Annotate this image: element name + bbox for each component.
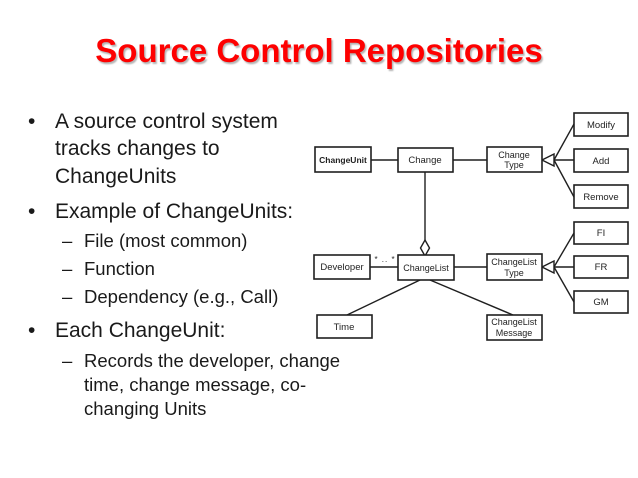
list-subitem: – Dependency (e.g., Call)	[62, 285, 364, 309]
multiplicity-label: * .. *	[374, 255, 395, 264]
bullet-icon: •	[28, 319, 36, 343]
node-fr: FR	[573, 255, 629, 279]
change-list-message-box	[486, 314, 543, 341]
node-modify: Modify	[573, 112, 629, 137]
dash-icon: –	[62, 258, 73, 280]
change-list-box	[397, 254, 455, 281]
node-label: FI	[597, 228, 605, 239]
node-label-line1: ChangeList	[491, 257, 537, 267]
dash-icon: –	[62, 230, 73, 252]
list-subitem: – File (most common)	[62, 229, 364, 253]
list-subitem: – Function	[62, 257, 364, 281]
node-label: Time	[334, 322, 355, 333]
list-item-text: Dependency (e.g., Call)	[84, 286, 279, 308]
node-change-unit: ChangeUnit	[314, 146, 372, 173]
node-label: FR	[595, 262, 608, 273]
time-box	[316, 314, 373, 339]
node-change-type: Change Type	[486, 146, 543, 173]
aggregation-diamond-icon	[419, 238, 431, 258]
node-change-list-type: ChangeList Type	[486, 253, 543, 281]
node-label: Add	[593, 156, 610, 167]
diagram-edges	[346, 123, 575, 316]
node-add: Add	[573, 148, 629, 173]
fi-box	[573, 221, 629, 245]
change-unit-box	[314, 146, 372, 173]
list-item-text: File (most common)	[84, 230, 248, 252]
gm-box	[573, 290, 629, 314]
node-developer: Developer	[313, 254, 371, 280]
node-label-line2: Type	[504, 160, 524, 170]
list-item-text: Each ChangeUnit:	[55, 319, 226, 343]
node-label: ChangeUnit	[319, 155, 367, 165]
fr-box	[573, 255, 629, 279]
node-label-line1: ChangeList	[491, 317, 537, 327]
uml-diagram: * .. * ChangeUnit Change Change Type Mod…	[313, 112, 629, 341]
list-item: • Each ChangeUnit:	[28, 317, 364, 344]
list-subitem: – Records the developer, change time, ch…	[62, 349, 364, 421]
list-item: • Example of ChangeUnits:	[28, 198, 364, 225]
change-list-type-box	[486, 253, 543, 281]
node-fi: FI	[573, 221, 629, 245]
node-label: Change	[408, 155, 441, 166]
bullet-list: • A source control system tracks changes…	[28, 108, 364, 421]
remove-box	[573, 184, 629, 209]
dash-icon: –	[62, 349, 73, 371]
node-label: GM	[593, 297, 608, 308]
node-change-list: ChangeList	[397, 254, 455, 281]
generalization-arrow-icon	[540, 259, 555, 275]
generalization-arrow-icon	[540, 152, 555, 168]
node-remove: Remove	[573, 184, 629, 209]
node-label: ChangeList	[403, 263, 449, 273]
change-type-box	[486, 146, 543, 173]
dash-icon: –	[62, 286, 73, 308]
list-item-text: Example of ChangeUnits:	[55, 199, 294, 223]
node-change-list-message: ChangeList Message	[486, 314, 543, 341]
list-item: • A source control system tracks changes…	[28, 108, 364, 190]
add-box	[573, 148, 629, 173]
developer-box	[313, 254, 371, 280]
bullet-icon: •	[28, 110, 36, 133]
change-box	[397, 147, 454, 173]
modify-box	[573, 112, 629, 137]
list-item-text: Function	[84, 258, 155, 280]
node-change: Change	[397, 147, 454, 173]
node-label: Modify	[587, 120, 615, 131]
list-item-text: A source control system tracks changes t…	[55, 110, 278, 188]
node-label-line2: Type	[504, 268, 524, 278]
node-label: Developer	[320, 262, 363, 273]
node-label-line2: Message	[496, 328, 533, 338]
slide-title: Source Control Repositories	[95, 32, 543, 69]
node-gm: GM	[573, 290, 629, 314]
node-label-line1: Change	[498, 150, 530, 160]
node-label: Remove	[583, 192, 618, 203]
list-item-text: Records the developer, change time, chan…	[84, 349, 341, 419]
bullet-icon: •	[28, 199, 36, 223]
node-time: Time	[316, 314, 373, 339]
